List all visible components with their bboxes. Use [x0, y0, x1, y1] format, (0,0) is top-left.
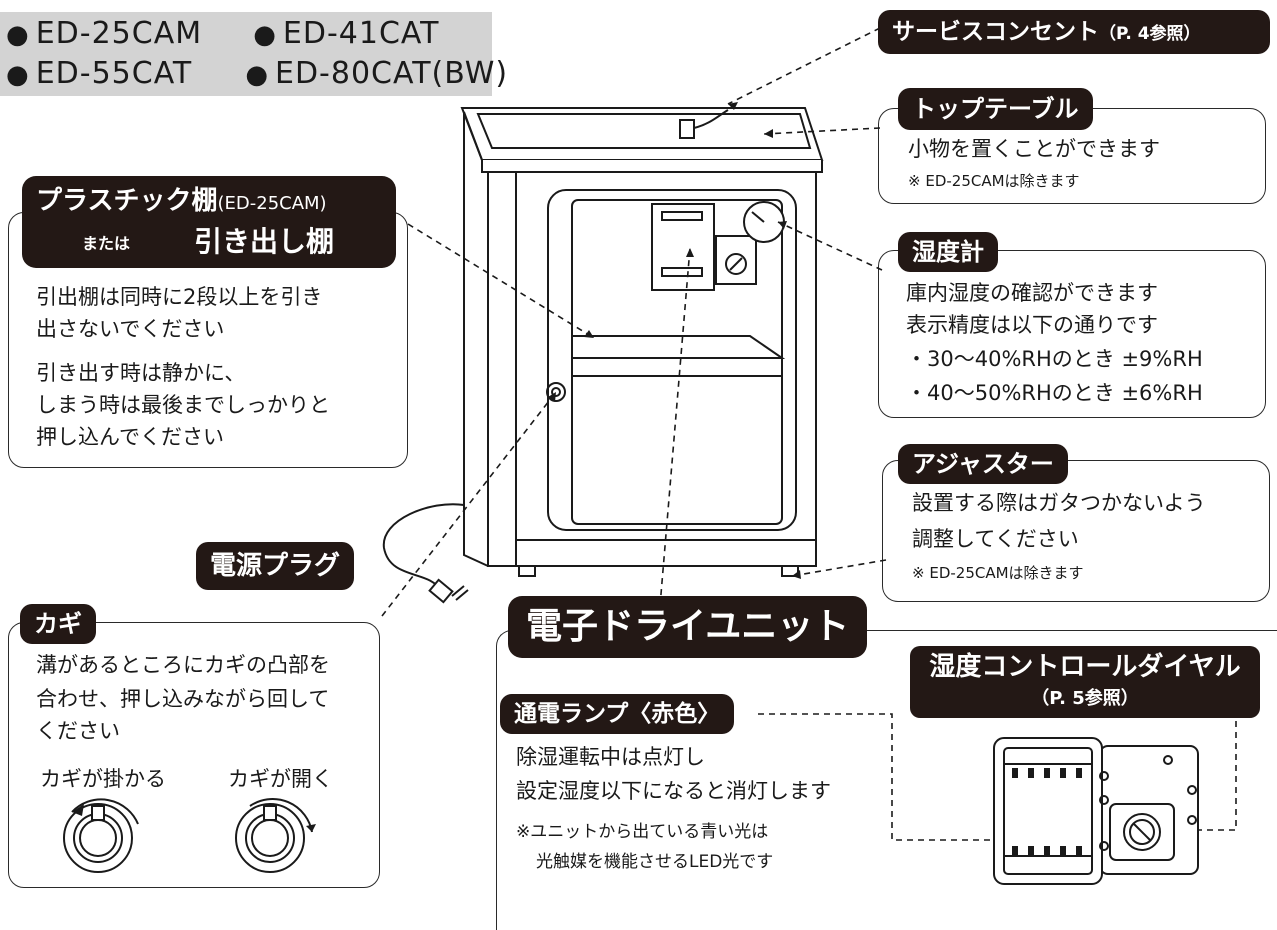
adjuster-text-1: 設置する際はガタつかないよう	[912, 491, 1206, 515]
dry-unit-tag: 電子ドライユニット	[508, 596, 868, 658]
model-list: ●ED-25CAM ●ED-41CAT ●ED-55CAT ●ED-80CAT(…	[0, 12, 507, 96]
top-table-tag: トップテーブル	[898, 88, 1093, 130]
hygrometer-text-2: 表示精度は以下の通りです	[906, 313, 1158, 337]
hygrometer-text-1: 庫内湿度の確認ができます	[906, 281, 1158, 305]
shelf-text-3: 引き出す時は静かに、	[36, 361, 246, 385]
key-tag: カギ	[20, 604, 96, 644]
model-ed-25cam: ED-25CAM	[35, 16, 203, 51]
key-text-2: 合わせ、押し込みながら回して	[36, 687, 330, 711]
hygrometer-box	[878, 250, 1266, 418]
model-row-1: ●ED-25CAM ●ED-41CAT	[6, 16, 440, 51]
key-text-3: ください	[36, 719, 120, 743]
key-open-label: カギが開く	[228, 767, 333, 791]
shelf-text-5: 押し込んでください	[36, 425, 224, 449]
shelf-text-4: しまう時は最後までしっかりと	[36, 393, 330, 417]
top-table-note: ※ ED-25CAMは除きます	[908, 172, 1080, 190]
hygrometer-tag: 湿度計	[898, 232, 998, 272]
hygrometer-text-3: ・30～40%RHのとき ±9%RH	[906, 347, 1203, 371]
humidity-dial-tag: 湿度コントロールダイヤル （P. 5参照）	[910, 646, 1260, 718]
adjuster-note: ※ ED-25CAMは除きます	[912, 564, 1084, 582]
power-plug-tag: 電源プラグ	[196, 542, 355, 590]
model-row-2: ●ED-55CAT ●ED-80CAT(BW)	[6, 56, 509, 91]
top-table-text: 小物を置くことができます	[908, 137, 1160, 161]
model-ed-80cat: ED-80CAT(BW)	[275, 56, 509, 91]
key-text-1: 溝があるところにカギの凸部を	[36, 653, 330, 677]
lamp-text-1: 除湿運転中は点灯し	[516, 745, 705, 769]
power-lamp-tag: 通電ランプ〈赤色〉	[500, 694, 735, 734]
shelf-text-1: 引出棚は同時に2段以上を引き	[36, 285, 323, 309]
key-locked-label: カギが掛かる	[40, 767, 166, 791]
hygrometer-text-4: ・40～50%RHのとき ±6%RH	[906, 381, 1203, 405]
adjuster-tag: アジャスター	[898, 444, 1068, 484]
model-ed-55cat: ED-55CAT	[35, 56, 193, 91]
shelf-text-2: 出さないでください	[36, 317, 225, 341]
cabinet-illustration	[63, 27, 1237, 885]
adjuster-text-2: 調整してください	[912, 527, 1079, 551]
lamp-text-2: 設定湿度以下になると消灯します	[516, 779, 831, 803]
lamp-note-1: ※ユニットから出ている青い光は	[516, 822, 769, 842]
service-outlet-tag: サービスコンセント（P. 4参照）	[878, 10, 1270, 54]
model-ed-41cat: ED-41CAT	[282, 16, 440, 51]
lamp-note-2: 光触媒を機能させるLED光です	[536, 852, 774, 872]
key-box	[8, 622, 380, 888]
shelf-tag: プラスチック棚(ED-25CAM) または 引き出し棚	[22, 176, 396, 268]
